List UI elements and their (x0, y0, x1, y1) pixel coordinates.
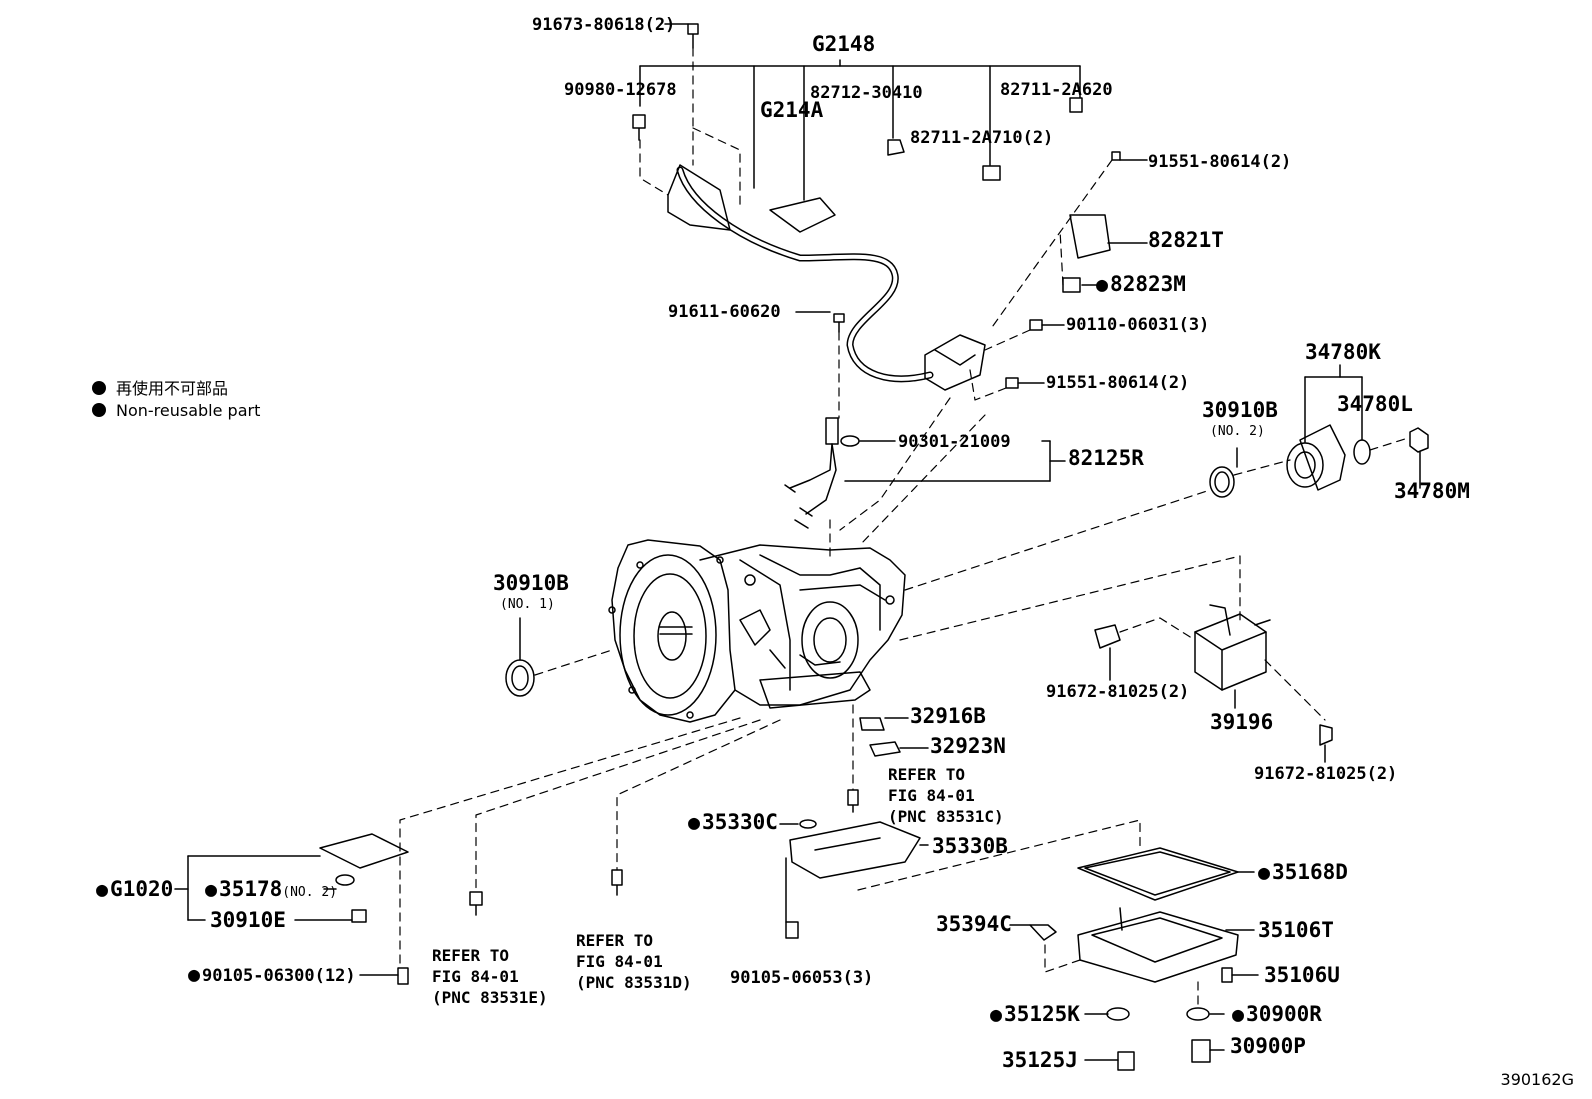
speed-sensor-harness (784, 417, 860, 529)
label-34780L[interactable]: 34780L (1337, 392, 1413, 416)
label-91672-81025-left[interactable]: 91672-81025(2) (1046, 682, 1190, 702)
label-91672-81025-right[interactable]: 91672-81025(2) (1254, 764, 1398, 784)
label-35125J[interactable]: 35125J (1002, 1048, 1078, 1072)
label-30910B-no2[interactable]: 30910B (1202, 398, 1278, 422)
label-90301-21009[interactable]: 90301-21009 (898, 432, 1011, 452)
rear-output-parts (1209, 424, 1429, 498)
refer-note-83531C[interactable]: REFER TO FIG 84-01 (PNC 83531C) (888, 765, 1004, 826)
label-82821T[interactable]: 82821T (1148, 228, 1224, 252)
label-82125R[interactable]: 82125R (1068, 446, 1144, 470)
label-91551-80614-lower[interactable]: 91551-80614(2) (1046, 373, 1190, 393)
label-91673-80618[interactable]: 91673-80618(2) (532, 15, 676, 35)
label-34780M[interactable]: 34780M (1394, 479, 1470, 503)
label-G2148[interactable]: G2148 (812, 32, 876, 56)
wire-harness (667, 164, 986, 391)
label-32923N[interactable]: 32923N (930, 734, 1006, 758)
label-35168D[interactable]: 35168D (1258, 862, 1348, 883)
non-reusable-dot-icon (92, 403, 106, 417)
label-35106T[interactable]: 35106T (1258, 918, 1334, 942)
label-35125K[interactable]: 35125K (990, 1004, 1080, 1025)
label-35394C[interactable]: 35394C (936, 912, 1012, 936)
assembly-guide-lines (399, 47, 1409, 1006)
legend-line-jp: 再使用不可部品 (92, 378, 260, 400)
label-30910B-no1[interactable]: 30910B (493, 571, 569, 595)
label-90105-06053[interactable]: 90105-06053(3) (730, 968, 874, 988)
label-82711-2A620[interactable]: 82711-2A620 (1000, 80, 1113, 100)
non-reusable-dot-icon (92, 381, 106, 395)
label-39196[interactable]: 39196 (1210, 710, 1274, 734)
label-82823M[interactable]: 82823M (1096, 274, 1186, 295)
transmission-assembly (608, 539, 906, 723)
label-90105-06300[interactable]: 90105-06300(12) (188, 964, 356, 986)
label-30900R[interactable]: 30900R (1232, 1004, 1322, 1025)
label-82711-2A710[interactable]: 82711-2A710(2) (910, 128, 1054, 148)
label-35178[interactable]: 35178(NO. 2) (205, 879, 337, 903)
label-82712-30410[interactable]: 82712-30410 (810, 83, 923, 103)
label-90980-12678[interactable]: 90980-12678 (564, 80, 677, 100)
fasteners (397, 23, 1233, 985)
label-32916B[interactable]: 32916B (910, 704, 986, 728)
label-90110-06031[interactable]: 90110-06031(3) (1066, 315, 1210, 335)
refer-note-83531D[interactable]: REFER TO FIG 84-01 (PNC 83531D) (576, 931, 692, 992)
refer-note-83531E[interactable]: REFER TO FIG 84-01 (PNC 83531E) (432, 946, 548, 1007)
label-91611-60620[interactable]: 91611-60620 (668, 302, 781, 322)
label-30910B-no1-sub: (NO. 1) (500, 597, 555, 612)
label-30910B-no2-sub: (NO. 2) (1210, 424, 1265, 439)
label-35330C[interactable]: 35330C (688, 812, 778, 833)
label-91551-80614-upper[interactable]: 91551-80614(2) (1148, 152, 1292, 172)
label-34780K[interactable]: 34780K (1305, 340, 1381, 364)
leader-lines (174, 23, 1421, 1061)
label-35330B[interactable]: 35330B (932, 834, 1008, 858)
label-G1020[interactable]: G1020 (96, 879, 173, 900)
legend-line-en: Non-reusable part (92, 400, 260, 422)
label-30910E[interactable]: 30910E (210, 908, 286, 932)
label-35106U[interactable]: 35106U (1264, 963, 1340, 987)
figure-code: 390162G (1500, 1070, 1574, 1089)
label-30900P[interactable]: 30900P (1230, 1034, 1306, 1058)
label-G214A[interactable]: G214A (760, 98, 824, 122)
legend: 再使用不可部品 Non-reusable part (92, 378, 260, 422)
oil-pan-parts (319, 821, 1239, 1071)
